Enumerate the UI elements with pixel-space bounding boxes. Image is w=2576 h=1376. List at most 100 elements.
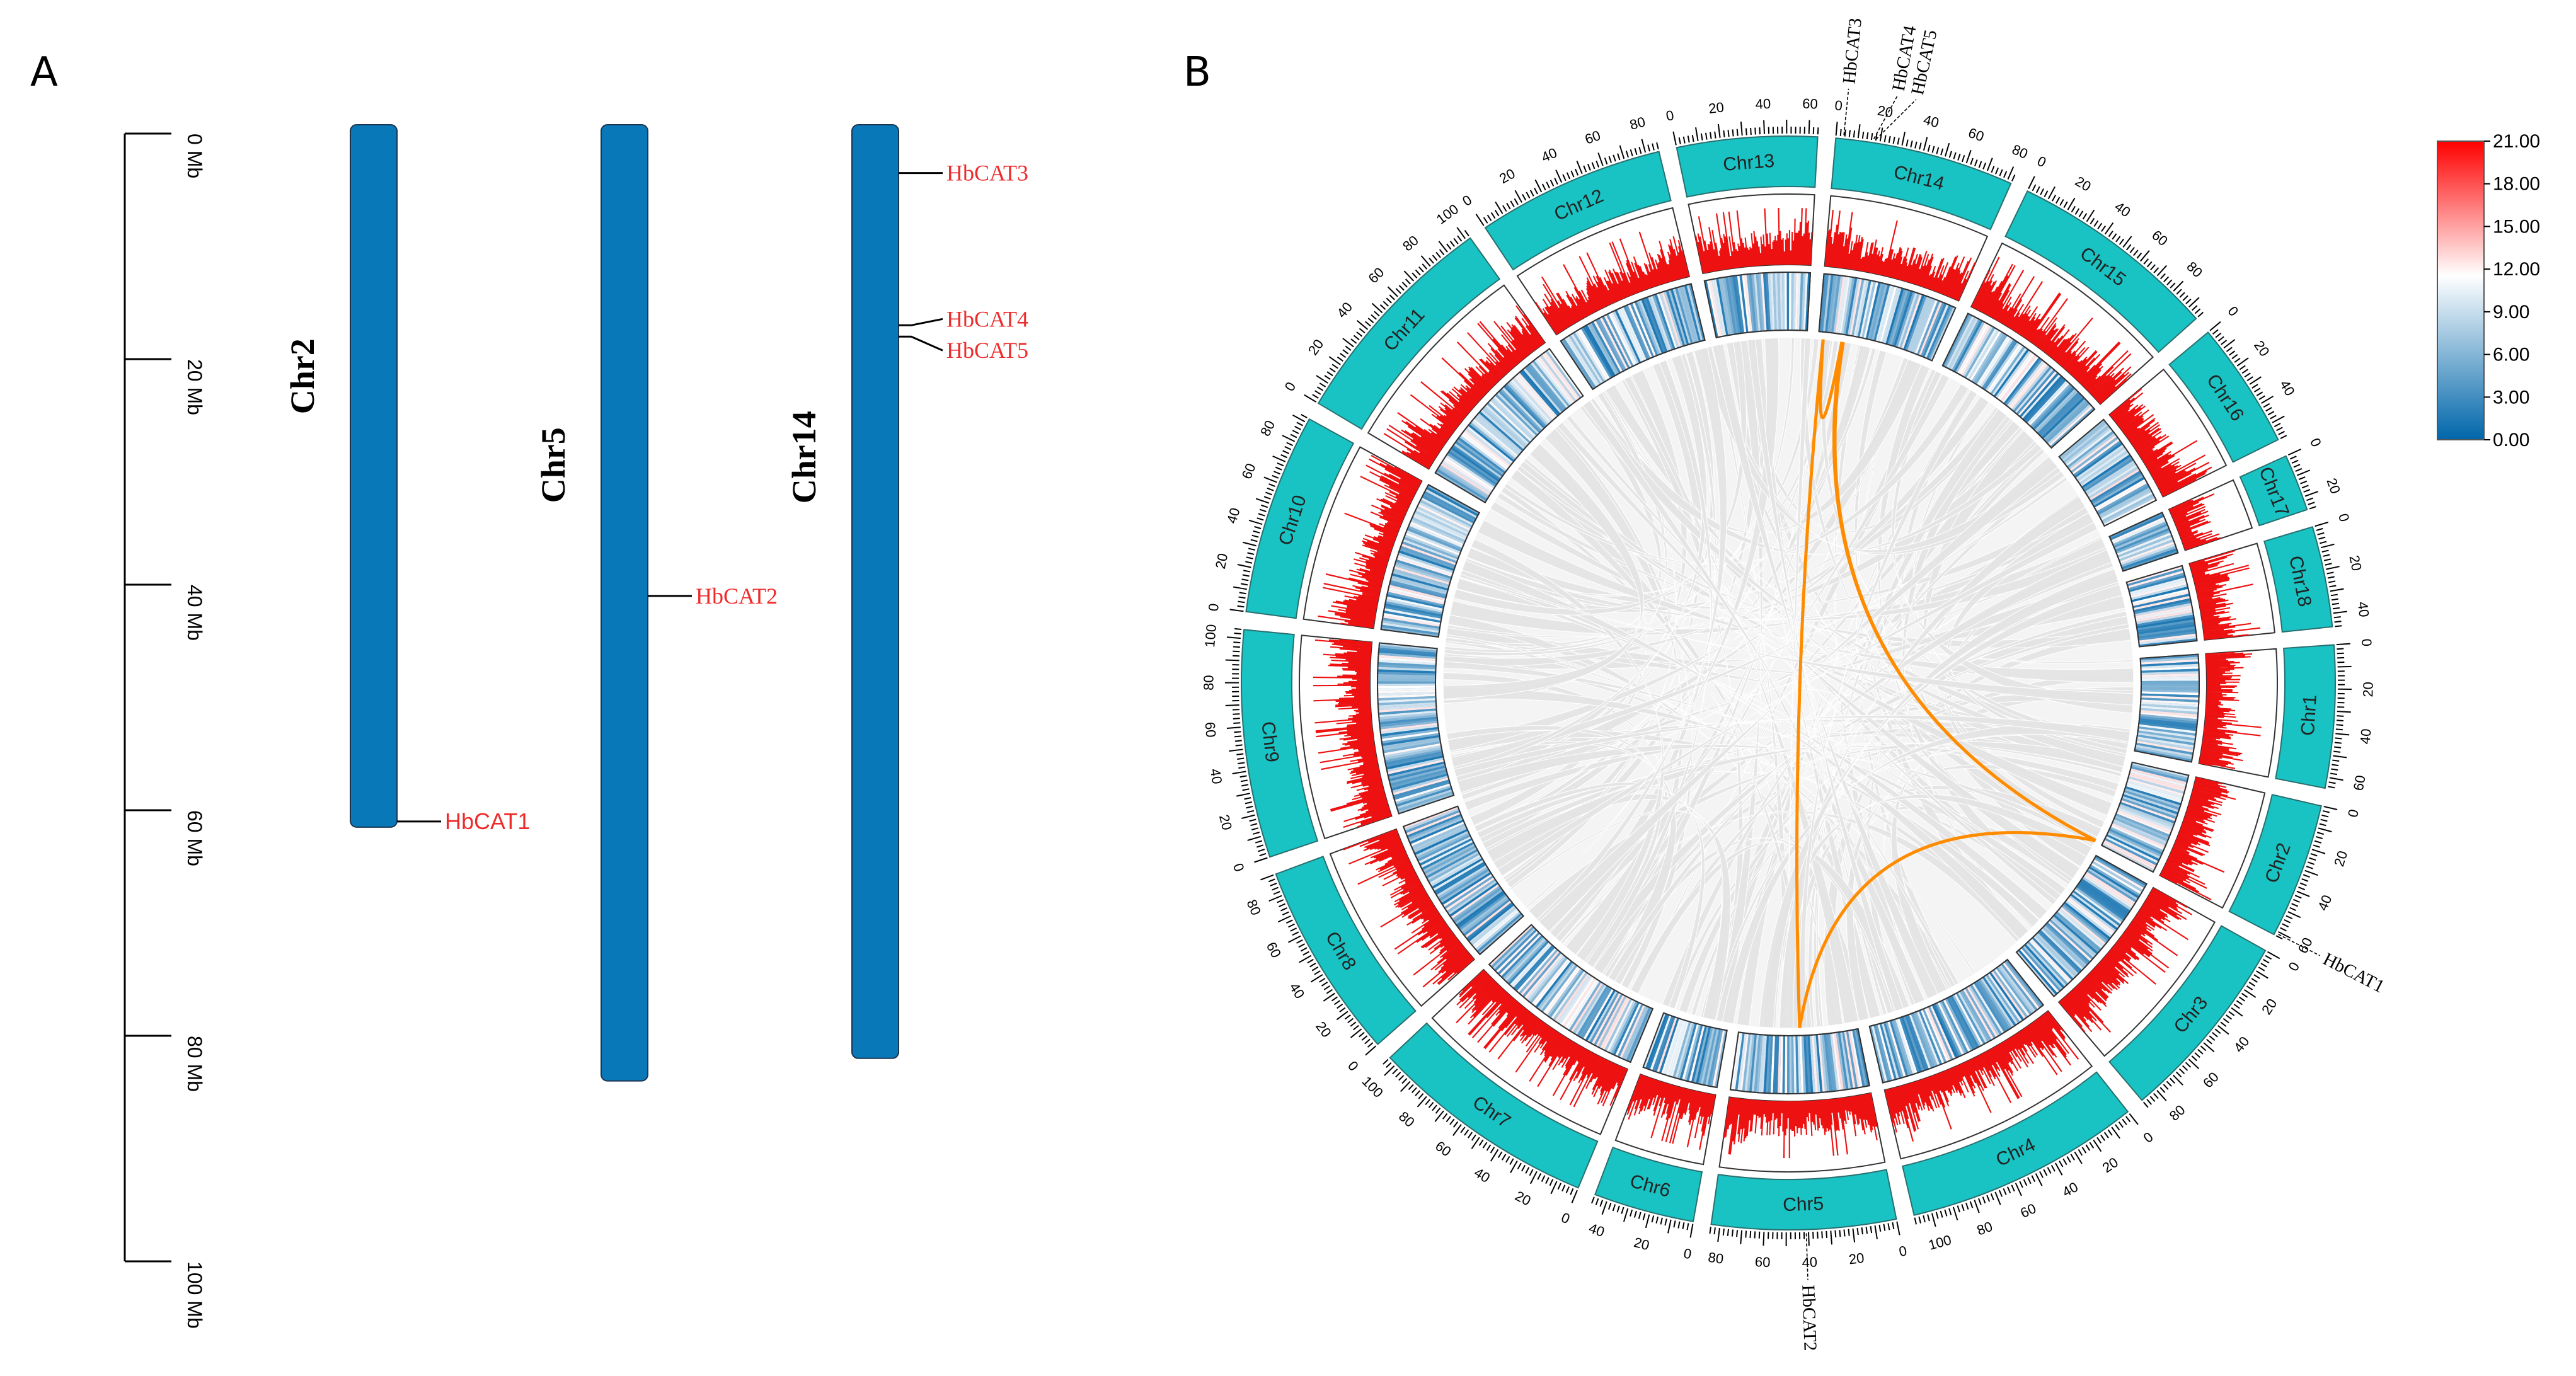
heatmap-stripe — [1379, 704, 1436, 711]
tick-label: 80 — [1707, 1249, 1724, 1267]
heatmap-stripe — [1872, 1026, 1888, 1082]
heatmap-stripe — [1941, 1000, 1969, 1053]
tick-mark — [2156, 265, 2167, 277]
heatmap-stripe — [2141, 693, 2199, 698]
heatmap-stripe — [1382, 731, 1439, 742]
heatmap-stripe — [1895, 292, 1916, 347]
heatmap-stripe — [1608, 313, 1636, 365]
heatmap-stripe — [1781, 273, 1785, 330]
heatmap-stripe — [2130, 770, 2186, 787]
heatmap-stripe — [1418, 504, 1471, 531]
tick-mark — [1931, 1213, 1936, 1227]
tick-mark — [1331, 996, 1338, 1002]
tick-mark — [1311, 966, 1319, 972]
heatmap-stripe — [1919, 302, 1943, 355]
tick-mark — [1446, 243, 1452, 250]
synteny-ribbon — [1509, 810, 1731, 1021]
tick-mark — [1452, 1121, 1459, 1128]
tick-label: 0 — [2285, 960, 2303, 974]
heatmap-stripe — [1659, 292, 1679, 348]
heatmap-stripe — [1583, 326, 1614, 377]
heatmap-stripe — [1777, 273, 1781, 330]
heatmap-stripe — [1451, 884, 1499, 919]
tick-mark — [2067, 197, 2076, 210]
heatmap-stripe — [2080, 880, 2129, 915]
heatmap-stripe — [1600, 997, 1628, 1049]
tick-mark — [2231, 354, 2238, 360]
heatmap-stripe — [2067, 898, 2113, 936]
tick-label: 80 — [1628, 113, 1647, 133]
heatmap-stripe — [1378, 698, 1435, 703]
tick-mark — [1398, 1075, 1405, 1081]
heatmap-stripe — [2114, 524, 2168, 548]
heatmap-stripe — [2141, 680, 2199, 684]
heatmap-stripe — [1628, 304, 1652, 358]
heatmap-stripe — [2141, 708, 2198, 714]
heatmap-stripe — [1814, 1035, 1820, 1092]
tick-mark — [2051, 195, 2056, 202]
chromosome-bar — [601, 124, 648, 1082]
heatmap-stripe — [1532, 360, 1570, 407]
tick-mark — [1621, 1207, 1624, 1214]
tick-mark — [1722, 1228, 1725, 1236]
heatmap-stripe — [1505, 384, 1546, 427]
tick-mark — [1272, 474, 1279, 479]
tick-mark — [2133, 249, 2139, 256]
heatmap-stripe — [1682, 1024, 1699, 1080]
heatmap-stripe — [1538, 356, 1575, 403]
tick-label: 20 — [2346, 554, 2365, 572]
heatmap-outline — [1941, 312, 2096, 449]
tick-label: 20 — [2331, 849, 2350, 868]
heatmap-stripe — [1809, 1035, 1816, 1092]
heatmap-stripe — [1641, 299, 1664, 353]
heatmap-stripe — [1544, 352, 1580, 399]
tick-mark — [2329, 585, 2337, 588]
chromosome-ideogram — [1241, 629, 1319, 858]
heatmap-stripe — [1960, 991, 1990, 1042]
tick-mark — [1969, 1201, 1974, 1208]
heatmap-stripe — [1602, 998, 1630, 1050]
heatmap-stripe — [1571, 333, 1603, 384]
tick-mark — [1575, 168, 1579, 176]
heatmap-stripe — [1540, 355, 1577, 402]
heatmap-stripe — [1553, 972, 1587, 1021]
heatmap-stripe — [1397, 557, 1452, 577]
heatmap-stripe — [1657, 1018, 1677, 1072]
gene-pointer — [1873, 95, 1898, 139]
heatmap-stripe — [1389, 765, 1446, 781]
heatmap-stripe — [1852, 1030, 1865, 1087]
chromosome-ideogram — [1245, 418, 1355, 619]
heatmap-stripe — [1761, 273, 1767, 331]
heatmap-stripe — [1385, 603, 1442, 617]
heatmap-stripe — [1379, 716, 1437, 725]
tick-mark — [2328, 781, 2336, 784]
heatmap-stripe — [1850, 1030, 1863, 1087]
tick-mark — [1874, 1225, 1878, 1239]
tick-label: 60 — [2149, 227, 2171, 249]
heatmap-stripe — [1815, 1035, 1823, 1092]
tick-mark — [2209, 1035, 2216, 1041]
heatmap-stripe — [1405, 534, 1459, 558]
heatmap-stripe — [1887, 289, 1906, 345]
heatmap-stripe — [1710, 1029, 1723, 1086]
heatmap-stripe — [2119, 537, 2173, 559]
tick-mark — [1557, 1183, 1561, 1190]
heatmap-stripe — [1378, 664, 1435, 670]
heatmap-stripe — [2132, 591, 2189, 606]
tick-mark — [1268, 895, 1282, 902]
heatmap-stripe — [1596, 995, 1624, 1046]
synteny-ribbon — [1549, 373, 1950, 939]
tick-mark — [1664, 1218, 1667, 1226]
heatmap-stripe — [1624, 1007, 1649, 1060]
tick-mark — [1848, 130, 1851, 137]
tick-mark — [1255, 840, 1263, 844]
tick-mark — [1392, 1069, 1398, 1075]
heatmap-stripe — [1982, 340, 2015, 389]
tick-mark — [2059, 199, 2064, 206]
tick-mark — [2044, 190, 2049, 197]
histogram-bars — [2159, 777, 2236, 900]
heatmap-stripe — [1592, 993, 1621, 1045]
tick-mark — [1256, 517, 1264, 521]
tick-mark — [2115, 236, 2121, 243]
synteny-ribbon — [1711, 343, 1939, 1000]
